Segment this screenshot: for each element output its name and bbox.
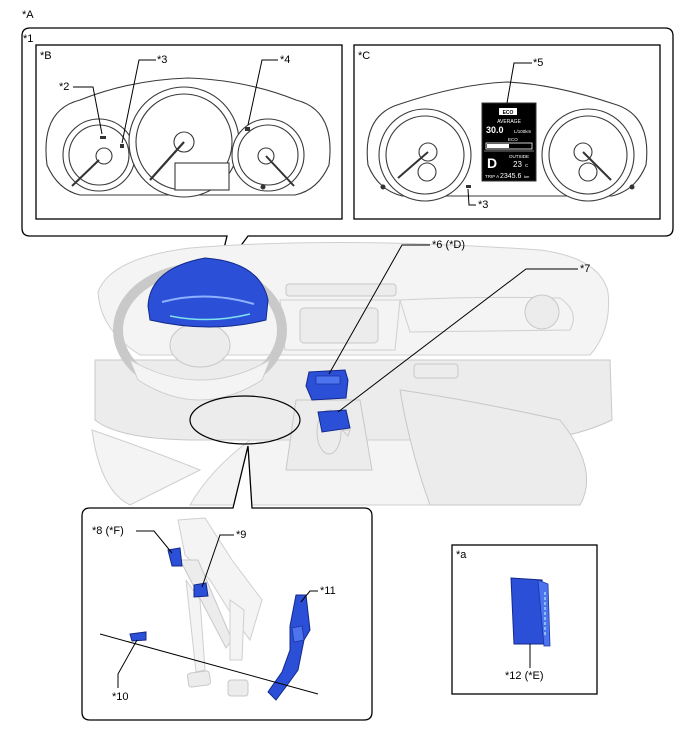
label-7: *7 — [580, 263, 590, 275]
label-1: *1 — [23, 33, 33, 45]
label-8: *8 (*F) — [92, 525, 124, 537]
vehicle-interior — [91, 241, 613, 506]
average-label: AVERAGE — [497, 119, 521, 125]
leader-4 — [247, 59, 278, 126]
leader-11 — [300, 590, 318, 603]
module-7-highlight — [317, 409, 351, 433]
outside-label: OUTSIDE — [509, 154, 529, 159]
label-11: *11 — [320, 585, 336, 597]
outside-unit: C — [525, 163, 529, 168]
connector-10-highlight — [129, 631, 147, 642]
label-12: *12 (*E) — [505, 670, 544, 682]
label-5: *5 — [533, 57, 543, 69]
eco-bar — [485, 142, 533, 150]
label-c: *C — [358, 50, 370, 62]
leader-3-right — [467, 188, 476, 206]
multi-info-display — [481, 102, 537, 182]
trip-unit: km — [524, 174, 530, 179]
leader-2 — [73, 86, 103, 135]
callout-pedal-area — [81, 445, 373, 721]
switch-9-highlight — [193, 582, 209, 598]
label-10: *10 — [112, 691, 129, 703]
navigation-screen — [299, 307, 379, 344]
label-6: *6 (*D) — [432, 239, 465, 251]
average-value: 30.0 — [486, 125, 504, 135]
label-4: *4 — [280, 54, 290, 66]
gear-indicator: D — [487, 155, 497, 171]
average-unit: L/100km — [514, 129, 532, 134]
leader-8 — [136, 530, 173, 554]
accelerator-pedal-11-highlight — [267, 594, 311, 701]
outside-temp: 23 — [513, 160, 522, 169]
label-b: *B — [40, 50, 52, 62]
inset-a: *a — [451, 544, 598, 695]
trip-label: TRIP A — [485, 174, 499, 179]
trip-value: 2345.6 — [500, 173, 522, 180]
label-a-upper: *A — [22, 9, 34, 21]
leader-10 — [117, 639, 138, 688]
label-3-right: *3 — [478, 199, 488, 211]
label-2: *2 — [59, 81, 69, 93]
label-3-left: *3 — [157, 54, 167, 66]
leader-6 — [328, 244, 430, 375]
meter-type-b — [45, 77, 331, 198]
module-6-highlight — [305, 369, 349, 401]
leader-7 — [337, 268, 578, 413]
pedal-area-ellipse — [189, 395, 301, 445]
meter-type-c: ECO AVERAGE 30.0 L/100km ECO D OUTSIDE 2… — [366, 81, 648, 202]
leader-9 — [201, 534, 234, 588]
combination-meter-highlight — [147, 257, 269, 328]
eco-bar-label: ECO — [508, 137, 518, 142]
leader-5 — [506, 62, 532, 104]
label-9: *9 — [236, 529, 246, 541]
floor-line — [99, 633, 319, 695]
center-display — [174, 162, 230, 191]
eco-badge: ECO — [503, 110, 514, 116]
label-a-lower: *a — [456, 549, 467, 561]
leader-3-left — [121, 59, 156, 144]
